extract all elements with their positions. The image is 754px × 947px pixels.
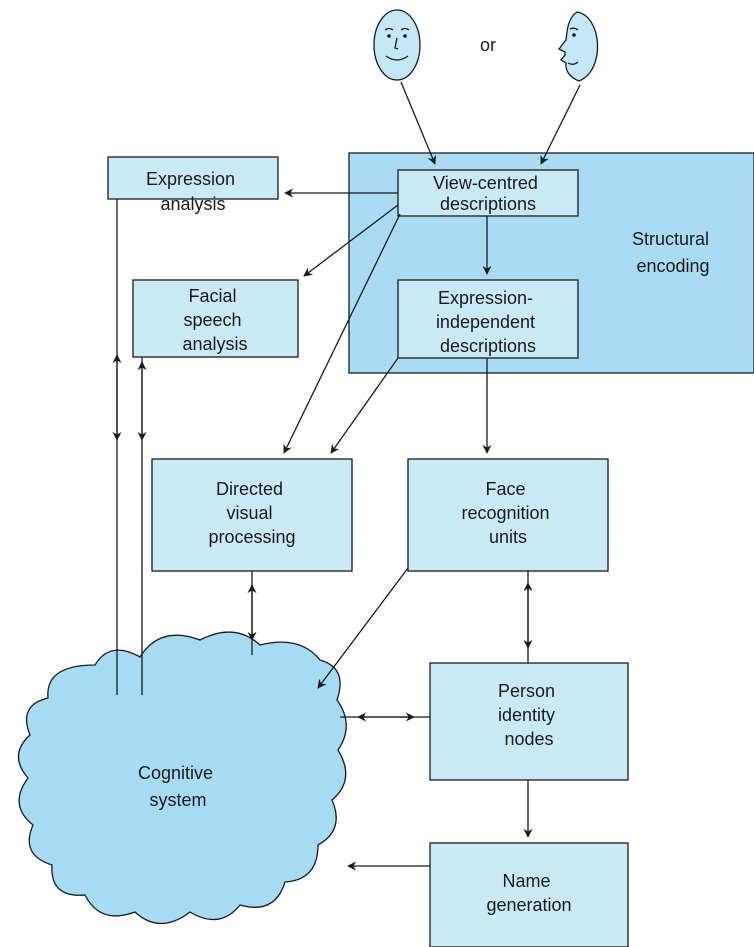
- arrow-profile-face-to-view: [540, 84, 581, 165]
- svg-text:Expression- independent: Expression- independent descriptions: [436, 288, 540, 356]
- structural-encoding-label: Structural encoding: [632, 229, 714, 276]
- arrow-front-face-to-view: [400, 81, 437, 165]
- svg-text:View-centred description: View-centred descriptions: [433, 173, 543, 214]
- expression-independent-descriptions-box: Expression- independent descriptions: [397, 279, 579, 359]
- facial-speech-analysis-box: Facial speech analysis: [132, 279, 299, 358]
- svg-text:Name generation: Name generation: [486, 871, 571, 915]
- svg-text:Face recognition u: Face recognition units: [461, 479, 554, 547]
- svg-text:Facial speech anal: Facial speech analysis: [182, 286, 247, 354]
- cognitive-system-cloud: [17, 631, 347, 925]
- expression-analysis-box: Expression analysis: [107, 156, 279, 214]
- arrow-view-to-facial-speech: [303, 204, 399, 277]
- profile-face-icon: [558, 11, 599, 82]
- view-centred-descriptions-box: View-centred descriptions: [397, 169, 579, 217]
- svg-text:Expression analysis: Expression analysis: [146, 169, 240, 214]
- arrow-view-to-directed-visual: [283, 213, 401, 454]
- svg-text:Directed visual pr: Directed visual processing: [208, 479, 295, 547]
- connectors: [112, 81, 581, 871]
- svg-text:Person identity no: Person identity nodes: [498, 681, 560, 749]
- arrow-face-recognition-to-cloud: [317, 567, 409, 689]
- front-face-icon: [373, 9, 421, 81]
- face-recognition-units-box: Face recognition units: [407, 458, 609, 572]
- directed-visual-processing-box: Directed visual processing: [151, 458, 353, 572]
- or-label: or: [480, 35, 496, 55]
- cognitive-system-label: Cognitive system: [138, 763, 218, 810]
- person-identity-nodes-box: Person identity nodes: [429, 662, 629, 781]
- name-generation-box: Name generation: [429, 842, 629, 947]
- arrow-expression-independent-to-directed-visual: [330, 357, 399, 454]
